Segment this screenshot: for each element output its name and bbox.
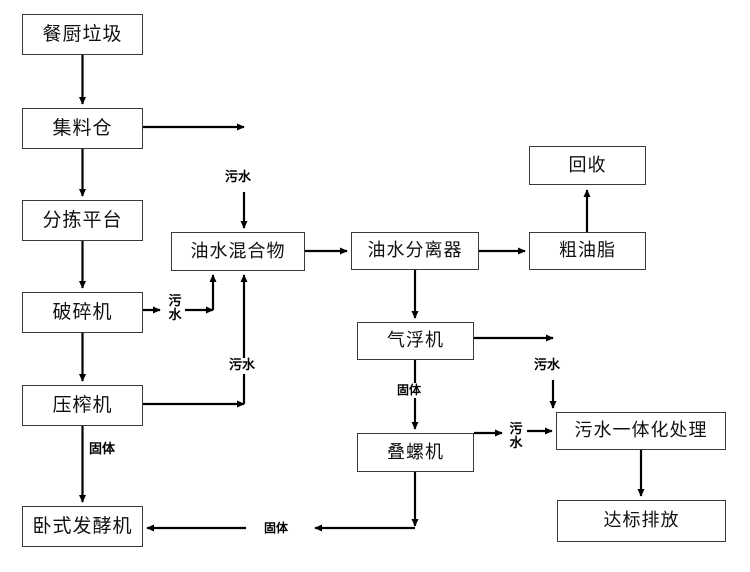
node-label: 粗油脂 xyxy=(559,240,616,261)
edge-label-solid-airflotation: 固体 xyxy=(394,383,425,398)
node-label: 气浮机 xyxy=(387,330,444,351)
edge-label-solid-to-fermenter: 固体 xyxy=(260,521,293,536)
node-wastewater-plant[interactable]: 污水一体化处理 xyxy=(556,412,726,450)
edge-label-wastewater-screwpress: 污水 xyxy=(507,422,525,452)
node-screw-press[interactable]: 叠螺机 xyxy=(357,433,474,472)
node-label: 油水混合物 xyxy=(190,240,286,262)
node-crusher[interactable]: 破碎机 xyxy=(22,292,143,333)
node-label: 集料仓 xyxy=(52,117,113,139)
node-compliant-discharge[interactable]: 达标排放 xyxy=(557,500,726,542)
node-horizontal-fermenter[interactable]: 卧式发酵机 xyxy=(22,506,143,547)
node-recycle[interactable]: 回收 xyxy=(529,146,646,185)
node-crude-oil[interactable]: 粗油脂 xyxy=(529,232,646,270)
node-air-flotation[interactable]: 气浮机 xyxy=(357,322,474,360)
edge-label-wastewater-collectionbin: 污水 xyxy=(222,170,255,186)
node-label: 压榨机 xyxy=(52,394,113,416)
node-label: 叠螺机 xyxy=(387,441,444,463)
node-sorting-platform[interactable]: 分拣平台 xyxy=(22,200,143,241)
node-oil-water-separator[interactable]: 油水分离器 xyxy=(351,232,479,270)
edge-label-wastewater-crusher: 污水 xyxy=(166,294,184,324)
node-collection-bin[interactable]: 集料仓 xyxy=(22,108,143,149)
node-label: 污水一体化处理 xyxy=(574,420,708,441)
node-press[interactable]: 压榨机 xyxy=(22,385,143,426)
node-label: 油水分离器 xyxy=(367,240,463,261)
node-label: 分拣平台 xyxy=(42,209,123,231)
edge-label-wastewater-airflotation: 污水 xyxy=(531,358,564,374)
node-label: 卧式发酵机 xyxy=(32,515,133,537)
node-label: 破碎机 xyxy=(52,301,113,323)
node-label: 达标排放 xyxy=(603,510,680,531)
edge-label-wastewater-press: 污水 xyxy=(226,358,259,374)
edge-label-solid-press: 固体 xyxy=(86,442,119,458)
node-oil-water-mixture[interactable]: 油水混合物 xyxy=(171,232,305,271)
node-label: 餐厨垃圾 xyxy=(42,23,123,45)
node-label: 回收 xyxy=(568,154,607,176)
node-kitchen-waste[interactable]: 餐厨垃圾 xyxy=(22,14,143,55)
